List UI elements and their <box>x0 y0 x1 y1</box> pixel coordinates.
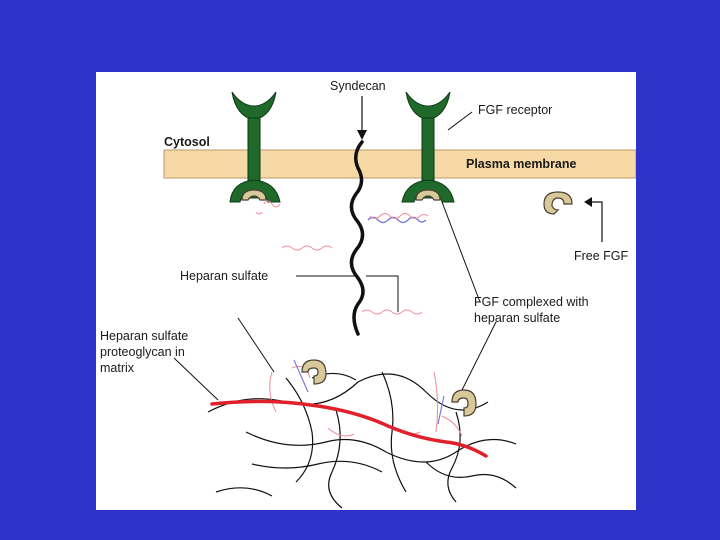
label-free-fgf: Free FGF <box>574 249 629 263</box>
fgf-syndecan-diagram: Syndecan FGF receptor Cytosol Plasma mem… <box>96 72 636 510</box>
heparan-chain <box>362 310 422 314</box>
label-heparan-sulfate: Heparan sulfate <box>180 269 268 283</box>
core-protein <box>212 401 486 456</box>
fgf-receptor-right <box>402 92 454 202</box>
label-hspg-1: Heparan sulfate <box>100 329 188 343</box>
matrix-heparan <box>270 366 462 436</box>
label-fgf-receptor: FGF receptor <box>478 103 552 117</box>
label-syndecan: Syndecan <box>330 79 386 93</box>
fgf-matrix <box>452 390 476 416</box>
heparan-chain <box>282 246 332 250</box>
label-hspg-2: proteoglycan in <box>100 345 185 359</box>
heparan-chain <box>370 214 428 219</box>
label-fgf-complexed-1: FGF complexed with <box>474 295 589 309</box>
label-plasma-membrane: Plasma membrane <box>466 157 577 171</box>
heparan-chain <box>256 201 280 214</box>
fgf-receptor-left <box>230 92 280 202</box>
free-fgf <box>544 192 572 214</box>
fgf-matrix <box>302 360 326 384</box>
label-hspg-3: matrix <box>100 361 135 375</box>
label-cytosol: Cytosol <box>164 135 210 149</box>
label-fgf-complexed-2: heparan sulfate <box>474 311 560 325</box>
diagram-panel: Syndecan FGF receptor Cytosol Plasma mem… <box>96 72 636 510</box>
